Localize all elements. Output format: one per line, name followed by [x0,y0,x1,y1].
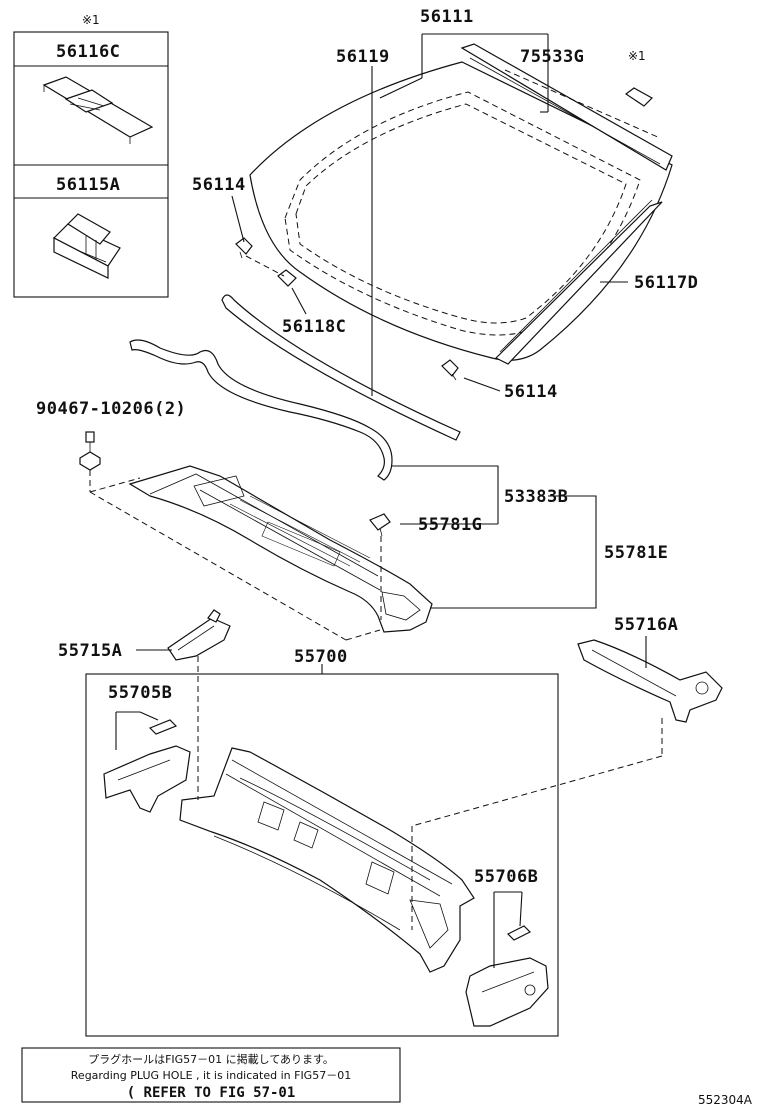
inset-part-56116C[interactable]: 56116C [56,42,120,62]
inset-mark: ※1 [82,13,100,27]
clip-mark1-drawing [624,87,653,107]
clip-56114-top-drawing [235,237,253,259]
label-55716A[interactable]: 55716A [614,615,678,635]
clip-55781G-drawing [369,513,391,537]
note-refer-link[interactable]: ( REFER TO FIG 57-01 [127,1085,296,1101]
seal-53383B[interactable] [129,339,393,481]
label-55700[interactable]: 55700 [294,647,348,667]
label-55705B[interactable]: 55705B [108,683,172,703]
bracket-55706B[interactable] [465,925,549,1027]
figure-code: 552304A [698,1093,753,1107]
label-53383B[interactable]: 53383B [504,487,568,507]
note-box: プラグホールはFIG57－01 に掲載してあります。 Regarding PLU… [21,1047,401,1103]
bracket-55705B[interactable] [103,719,191,813]
clip-56115A-drawing [52,213,121,279]
label-56111[interactable]: 56111 [420,7,474,27]
clip-56116C-drawing [42,76,154,144]
bracket-55715A[interactable] [167,609,231,661]
note-english: Regarding PLUG HOLE , it is indicated in… [71,1069,351,1082]
windshield-glass-56111[interactable] [249,61,673,361]
note-japanese: プラグホールはFIG57－01 に掲載してあります。 [88,1052,334,1066]
clip-56114-bottom-drawing [441,359,459,381]
bracket-55716A[interactable] [577,639,723,723]
leader-lines [89,33,663,968]
cowl-panel-55700[interactable] [179,747,475,973]
label-55715A[interactable]: 55715A [58,641,122,661]
inset-part-56115A[interactable]: 56115A [56,175,120,195]
moulding-75533G[interactable] [460,43,673,171]
label-56118C[interactable]: 56118C [282,317,346,337]
cowl-top-panel-55781E[interactable] [128,465,433,633]
label-55706B[interactable]: 55706B [474,867,538,887]
inset-box: ※1 56116C 56115A [13,13,169,298]
label-56114-top[interactable]: 56114 [192,175,246,195]
label-90467-10206[interactable]: 90467-10206(2) [36,399,186,419]
label-56117D[interactable]: 56117D [634,273,698,293]
label-55781G[interactable]: 55781G [418,515,482,535]
label-56119[interactable]: 56119 [336,47,390,67]
weatherstrip-56119[interactable] [221,294,461,441]
label-55781E[interactable]: 55781E [604,543,668,563]
moulding-56117D[interactable] [494,199,663,365]
bolt-90467-drawing [79,431,101,471]
label-56114-bottom[interactable]: 56114 [504,382,558,402]
label-mark1: ※1 [628,49,646,63]
label-75533G[interactable]: 75533G [520,47,584,67]
clip-56118C-drawing [277,269,297,287]
